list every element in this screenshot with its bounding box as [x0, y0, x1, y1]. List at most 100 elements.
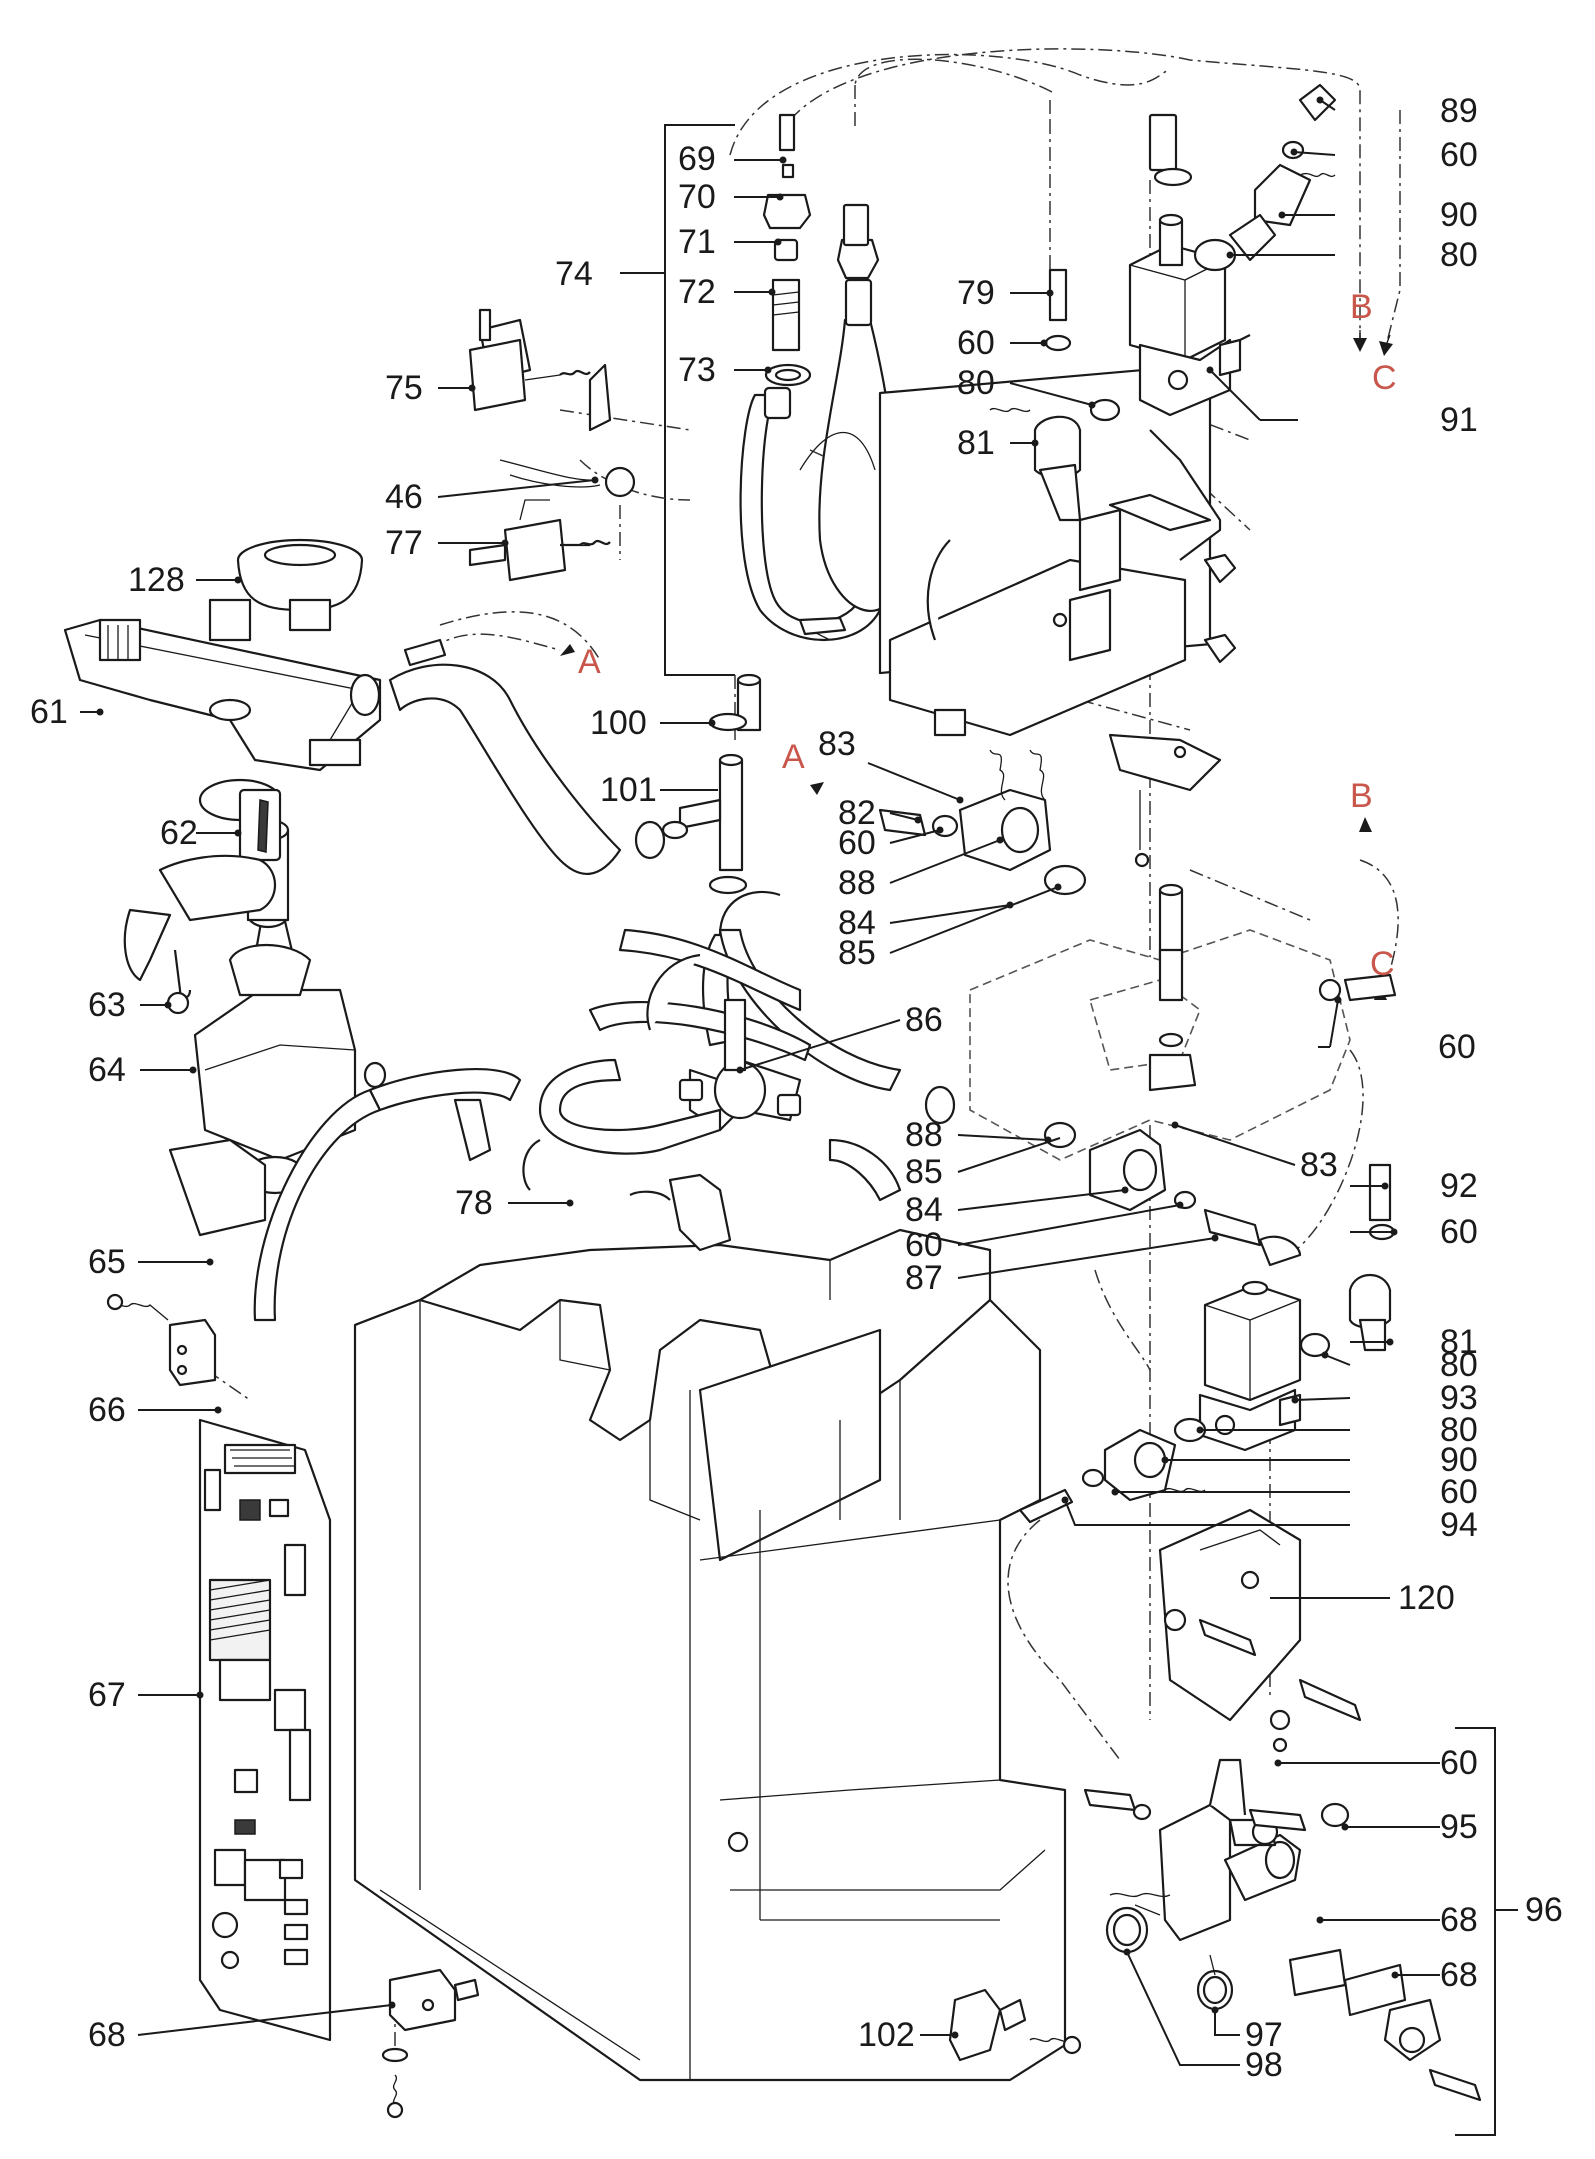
label-101: 101 [600, 771, 657, 809]
fittings-lower-84-88 [1043, 1121, 1302, 1267]
label-92: 92 [1440, 1167, 1478, 1205]
boiler-assembly [739, 203, 1237, 868]
label-84-a: 84 [838, 904, 876, 942]
pressure-valve-128 [208, 538, 364, 642]
label-60-a: 60 [957, 324, 995, 362]
label-80-d: 80 [1440, 1411, 1478, 1449]
connector-b-top: B [1350, 288, 1373, 326]
label-97: 97 [1245, 2016, 1283, 2054]
label-60-h: 60 [1440, 1744, 1478, 1782]
solenoid-valve-91 [1128, 113, 1251, 417]
label-69: 69 [678, 140, 716, 178]
label-78: 78 [455, 1184, 493, 1222]
label-80-a: 80 [957, 364, 995, 402]
label-90-a: 90 [1440, 196, 1478, 234]
label-83-b: 83 [1300, 1146, 1338, 1184]
label-84-b: 84 [905, 1191, 943, 1229]
fittings-69-73 [762, 113, 812, 387]
terminal-68 [381, 1968, 480, 2119]
label-72: 72 [678, 273, 716, 311]
label-98: 98 [1245, 2046, 1283, 2084]
main-chassis [353, 1173, 1067, 2082]
label-100: 100 [590, 704, 647, 742]
label-60-d: 60 [1438, 1028, 1476, 1066]
fittings-90-94-lower [1018, 1417, 1207, 1524]
label-83-a: 83 [818, 725, 856, 763]
label-63: 63 [88, 986, 126, 1024]
label-120: 120 [1398, 1579, 1455, 1617]
label-60-c: 60 [838, 824, 876, 862]
label-89: 89 [1440, 92, 1478, 130]
label-85-b: 85 [905, 1153, 943, 1191]
pump-fittings [123, 778, 282, 1237]
control-board-67 [198, 1418, 332, 2042]
label-77: 77 [385, 524, 423, 562]
solenoid-valve-93 [1198, 1163, 1396, 1452]
label-68-a: 68 [1440, 1901, 1478, 1939]
label-128: 128 [128, 561, 185, 599]
switch-75 [468, 308, 612, 432]
label-64: 64 [88, 1051, 126, 1089]
label-62: 62 [160, 814, 198, 852]
connector-c-top: C [1372, 359, 1397, 397]
label-46: 46 [385, 478, 423, 516]
connector-b-mid: B [1350, 777, 1373, 815]
label-95: 95 [1440, 1808, 1478, 1846]
connector-a-mid: A [782, 738, 805, 776]
label-60-f: 60 [1440, 1213, 1478, 1251]
label-80-c: 80 [1440, 1346, 1478, 1384]
label-82: 82 [838, 794, 876, 832]
cable-46 [499, 459, 636, 498]
label-70: 70 [678, 178, 716, 216]
clip-102 [948, 1988, 1082, 2062]
label-81-b: 81 [1440, 1323, 1478, 1361]
label-87: 87 [905, 1259, 943, 1297]
bracket-74 [620, 124, 735, 676]
hose-clips [349, 167, 1193, 1125]
connector-letters: A A B B C C [578, 288, 1397, 983]
hoses [253, 663, 902, 1322]
label-88-b: 88 [905, 1116, 943, 1154]
bracket-61 [63, 618, 382, 772]
fittings-79-81 [989, 268, 1121, 522]
switch-77 [468, 499, 611, 582]
label-75: 75 [385, 369, 423, 407]
manifold-ghost [969, 883, 1397, 1161]
label-66: 66 [88, 1391, 126, 1429]
label-71: 71 [678, 223, 716, 261]
leader-lines [80, 96, 1440, 2066]
label-68-b: 68 [1440, 1956, 1478, 1994]
label-60-e: 60 [905, 1226, 943, 1264]
label-102: 102 [858, 2016, 915, 2054]
label-79: 79 [957, 274, 995, 312]
label-86: 86 [905, 1001, 943, 1039]
label-85-a: 85 [838, 934, 876, 972]
label-80-b: 80 [1440, 236, 1478, 274]
label-60-b: 60 [1440, 136, 1478, 174]
label-61: 61 [30, 693, 68, 731]
part-labels: 69 70 71 72 73 74 75 46 77 128 61 79 60 … [30, 92, 1563, 2084]
assembly-96 [1083, 1758, 1482, 2102]
label-81-a: 81 [957, 424, 995, 462]
label-88-a: 88 [838, 864, 876, 902]
label-67: 67 [88, 1676, 126, 1714]
fittings-89-90 [1193, 83, 1337, 272]
bracket-96 [1455, 1727, 1518, 2136]
label-93: 93 [1440, 1379, 1478, 1417]
holder-120 [1158, 1508, 1362, 1753]
label-90-b: 90 [1440, 1441, 1478, 1479]
label-73: 73 [678, 351, 716, 389]
label-94: 94 [1440, 1506, 1478, 1544]
label-74: 74 [555, 255, 593, 293]
label-60-g: 60 [1440, 1473, 1478, 1511]
label-68-c: 68 [88, 2016, 126, 2054]
bracket-66 [106, 1293, 217, 1387]
connector-a-top: A [578, 643, 601, 681]
label-96: 96 [1525, 1891, 1563, 1929]
label-65: 65 [88, 1243, 126, 1281]
connector-c-mid: C [1370, 945, 1395, 983]
label-91: 91 [1440, 401, 1478, 439]
fittings-82-85 [878, 749, 1087, 896]
